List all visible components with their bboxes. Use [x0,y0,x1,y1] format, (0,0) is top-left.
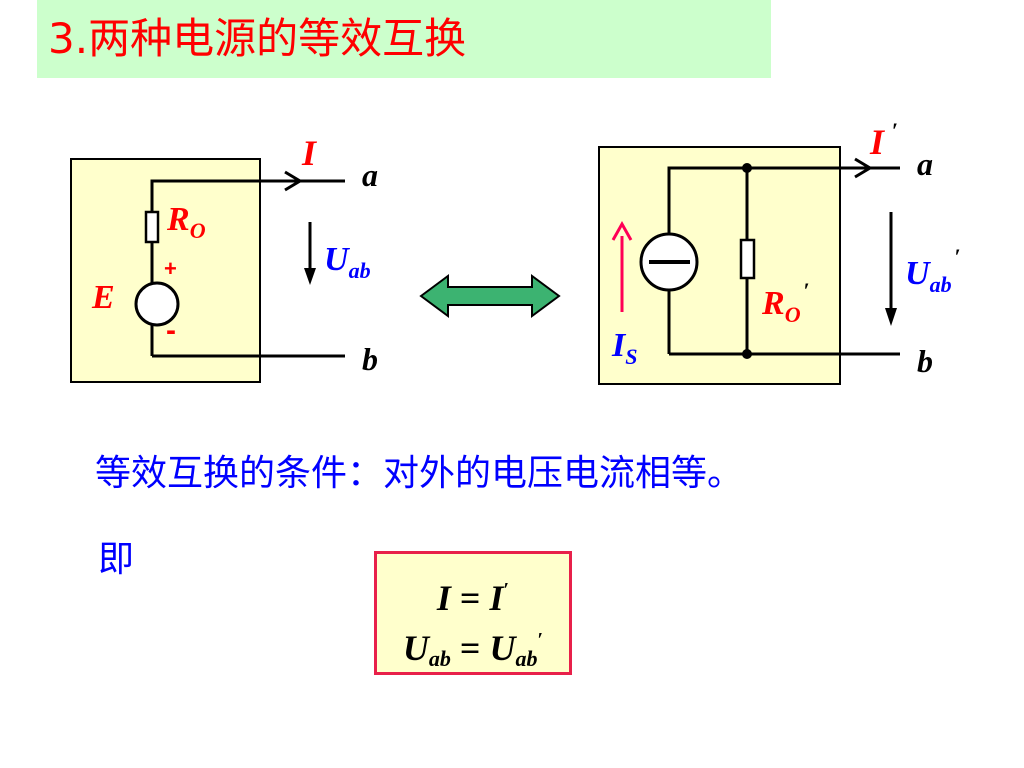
equivalence-double-arrow [419,274,561,318]
left-voltage-source [134,281,180,327]
right-current-label: I′ [869,118,898,162]
left-circuit-box [70,158,261,383]
equation-current: I = I′ [436,578,510,618]
ji-text: 即 [98,539,135,580]
left-plus-sign: + [164,256,177,281]
equivalence-condition-text: 等效互换的条件：对外的电压电流相等。 [95,453,744,494]
right-junction-top [742,163,752,173]
left-current-label: I [301,133,318,173]
left-current-arrow [284,170,303,192]
left-source-label: E [91,279,115,316]
left-voltage-label: Uab [324,241,371,283]
left-terminal-a: a [362,157,378,193]
right-terminal-a: a [917,146,933,182]
right-resistor [739,238,756,280]
equation-voltage: Uab = Uab′ [402,628,544,671]
equation-box: I = I′ Uab = Uab′ [374,551,572,675]
right-terminal-b: b [917,343,933,379]
right-circuit-wires [667,166,900,356]
left-resistor [144,210,160,244]
right-current-arrow [854,157,873,179]
right-voltage-label: Uab′ [905,244,961,297]
left-circuit-wires [150,179,345,358]
left-minus-sign: - [166,314,176,347]
title-banner [37,0,771,78]
left-voltage-arrow [304,222,316,285]
right-junction-bottom [742,349,752,359]
current-source-arrow [611,220,633,312]
left-resistor-label: RO [166,201,206,243]
right-resistor-label: RO′ [761,278,810,327]
page-title: 3.两种电源的等效互换 [48,14,467,63]
right-voltage-arrow [885,212,897,326]
left-terminal-b: b [362,341,378,377]
right-circuit-box [598,146,841,385]
right-source-label: IS [611,327,637,369]
